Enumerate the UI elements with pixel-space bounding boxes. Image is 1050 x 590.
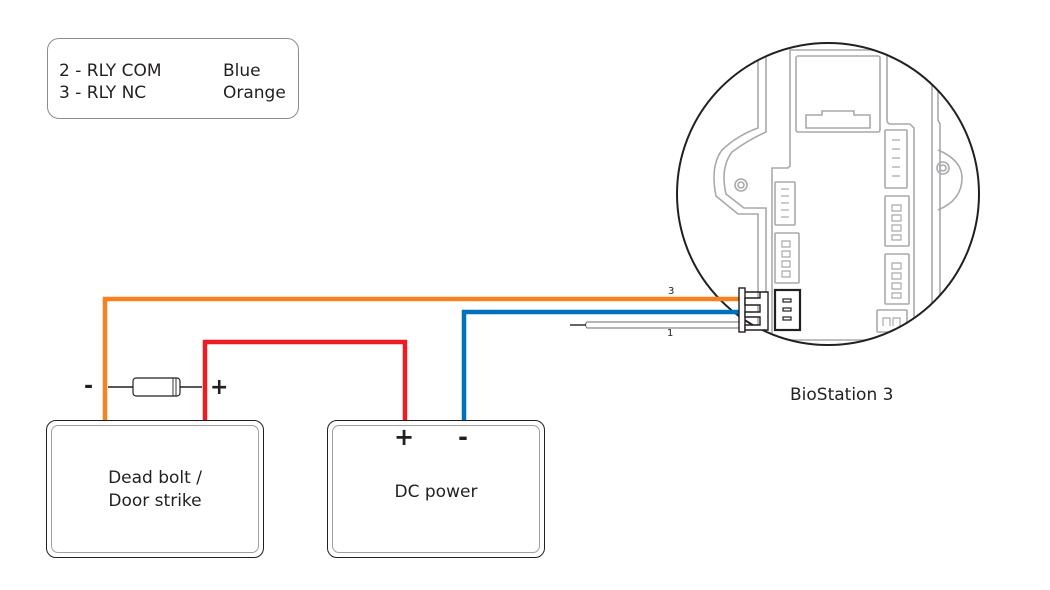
diode <box>108 377 202 397</box>
device-caption: BioStation 3 <box>790 385 894 405</box>
diode-body <box>132 377 181 397</box>
connector-right-2 <box>884 195 910 247</box>
dc-power-box: + - DC power <box>327 420 545 558</box>
red-wire-positive <box>202 339 408 420</box>
mount-hole-left <box>734 178 748 192</box>
dc-power-box-inner <box>332 425 540 553</box>
connector-left-1 <box>774 181 796 226</box>
housing-left-rail-inner <box>723 43 767 340</box>
diode-plus-label: + <box>210 375 228 400</box>
blue-wire-rly-com <box>461 309 742 420</box>
board-window <box>795 55 881 133</box>
wire-label-3: 3 <box>668 286 674 297</box>
lock-device-box: Dead bolt / Door strike <box>46 420 264 558</box>
relay-connector <box>773 288 802 332</box>
bottom-slot <box>786 346 910 357</box>
wire-harness-plug <box>738 287 769 333</box>
connector-right-1 <box>884 129 908 189</box>
lock-device-box-inner <box>51 425 259 553</box>
legend-pin: 3 - RLY NC <box>59 83 147 103</box>
lock-label-line1: Dead bolt / <box>108 468 202 488</box>
legend-color: Orange <box>223 83 286 103</box>
connector-right-3 <box>884 253 910 305</box>
board-outline <box>771 49 915 341</box>
orange-wire-rly-nc <box>102 296 742 420</box>
magnifier-circle <box>676 42 980 346</box>
board-slot <box>805 110 871 129</box>
wire-color-legend: 2 - RLY COM Blue 3 - RLY NC Orange <box>47 38 299 119</box>
mount-hole-right <box>936 161 950 175</box>
housing-right-ear <box>937 149 963 211</box>
connector-right-4 <box>876 309 908 333</box>
legend-pin: 2 - RLY COM <box>59 61 162 81</box>
dc-power-plus-terminal: + <box>394 423 415 451</box>
mount-hole-left-inner <box>737 181 745 189</box>
dc-power-label: DC power <box>394 482 478 502</box>
wire-label-1: 1 <box>667 328 673 339</box>
connector-left-2 <box>774 232 800 284</box>
legend-color: Blue <box>223 61 261 81</box>
housing-left-rail <box>713 43 759 340</box>
unused-wire-1 <box>570 321 743 329</box>
diode-minus-label: - <box>84 374 93 399</box>
mount-hole-right-inner <box>939 164 947 172</box>
lock-label-line2: Door strike <box>108 491 202 511</box>
dc-power-minus-terminal: - <box>458 423 468 451</box>
